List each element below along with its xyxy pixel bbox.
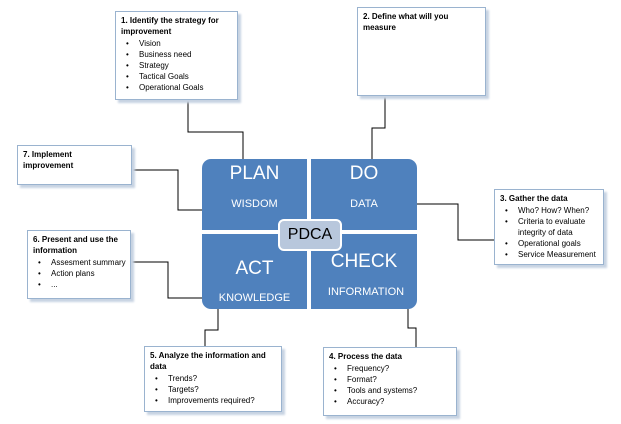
plan-quadrant: PLAN WISDOM xyxy=(202,159,307,230)
step-1-box: 1. Identify the strategy for improvement… xyxy=(115,11,238,100)
step-3-title: 3. Gather the data xyxy=(500,194,568,203)
step-5-list: Trends? Targets? Improvements required? xyxy=(150,373,276,406)
do-title: DO xyxy=(349,163,379,184)
list-item: Action plans xyxy=(38,268,125,279)
step-6-title: 6. Present and use the information xyxy=(33,235,118,255)
list-item: ... xyxy=(38,279,125,290)
step-2-box: 2. Define what will you measure xyxy=(357,7,486,96)
check-title: CHECK xyxy=(330,251,398,272)
list-item: Service Measurement xyxy=(505,249,598,260)
list-item: Operational Goals xyxy=(126,82,232,93)
connector-box2-do xyxy=(371,96,386,159)
list-item: Format? xyxy=(334,374,451,385)
step-3-box: 3. Gather the data Who? How? When? Crite… xyxy=(494,189,604,265)
do-quadrant: DO DATA xyxy=(311,159,417,230)
connector-box5-act xyxy=(204,309,219,347)
connector-box6-act xyxy=(131,261,202,299)
step-5-box: 5. Analyze the information and data Tren… xyxy=(144,346,282,412)
step-7-title: 7. Implement improvement xyxy=(23,150,74,170)
connector-box3-do xyxy=(417,203,494,241)
act-subtitle: KNOWLEDGE xyxy=(218,292,291,304)
step-6-box: 6. Present and use the information Asses… xyxy=(27,230,131,299)
connector-box1-plan xyxy=(187,100,244,159)
step-7-box: 7. Implement improvement xyxy=(17,145,132,185)
step-5-title: 5. Analyze the information and data xyxy=(150,351,266,371)
list-item: Vision xyxy=(126,38,232,49)
list-item: Criteria to evaluate integrity of data xyxy=(505,216,598,238)
pdca-center-label: PDCA xyxy=(278,219,342,251)
list-item: Strategy xyxy=(126,60,232,71)
step-1-list: Vision Business need Strategy Tactical G… xyxy=(121,38,232,93)
list-item: Operational goals xyxy=(505,238,598,249)
list-item: Business need xyxy=(126,49,232,60)
plan-title: PLAN xyxy=(229,163,280,184)
step-4-box: 4. Process the data Frequency? Format? T… xyxy=(323,347,457,416)
list-item: Improvements required? xyxy=(155,395,276,406)
connector-box7-plan xyxy=(132,169,202,211)
step-4-title: 4. Process the data xyxy=(329,352,402,361)
list-item: Frequency? xyxy=(334,363,451,374)
list-item: Assesment summary xyxy=(38,257,126,268)
step-6-list: Assesment summary Action plans ... xyxy=(33,257,126,290)
connector-box4-check xyxy=(407,309,417,350)
step-1-title: 1. Identify the strategy for improvement xyxy=(121,16,219,36)
list-item: Who? How? When? xyxy=(505,205,598,216)
list-item: Accuracy? xyxy=(334,396,451,407)
step-3-list: Who? How? When? Criteria to evaluate int… xyxy=(500,205,598,260)
check-subtitle: INFORMATION xyxy=(327,286,405,298)
plan-subtitle: WISDOM xyxy=(231,198,278,210)
step-4-list: Frequency? Format? Tools and systems? Ac… xyxy=(329,363,451,407)
step-2-title: 2. Define what will you measure xyxy=(363,12,449,32)
list-item: Targets? xyxy=(155,384,276,395)
list-item: Trends? xyxy=(155,373,276,384)
list-item: Tools and systems? xyxy=(334,385,451,396)
do-subtitle: DATA xyxy=(350,198,378,210)
list-item: Tactical Goals xyxy=(126,71,232,82)
act-title: ACT xyxy=(235,258,274,279)
